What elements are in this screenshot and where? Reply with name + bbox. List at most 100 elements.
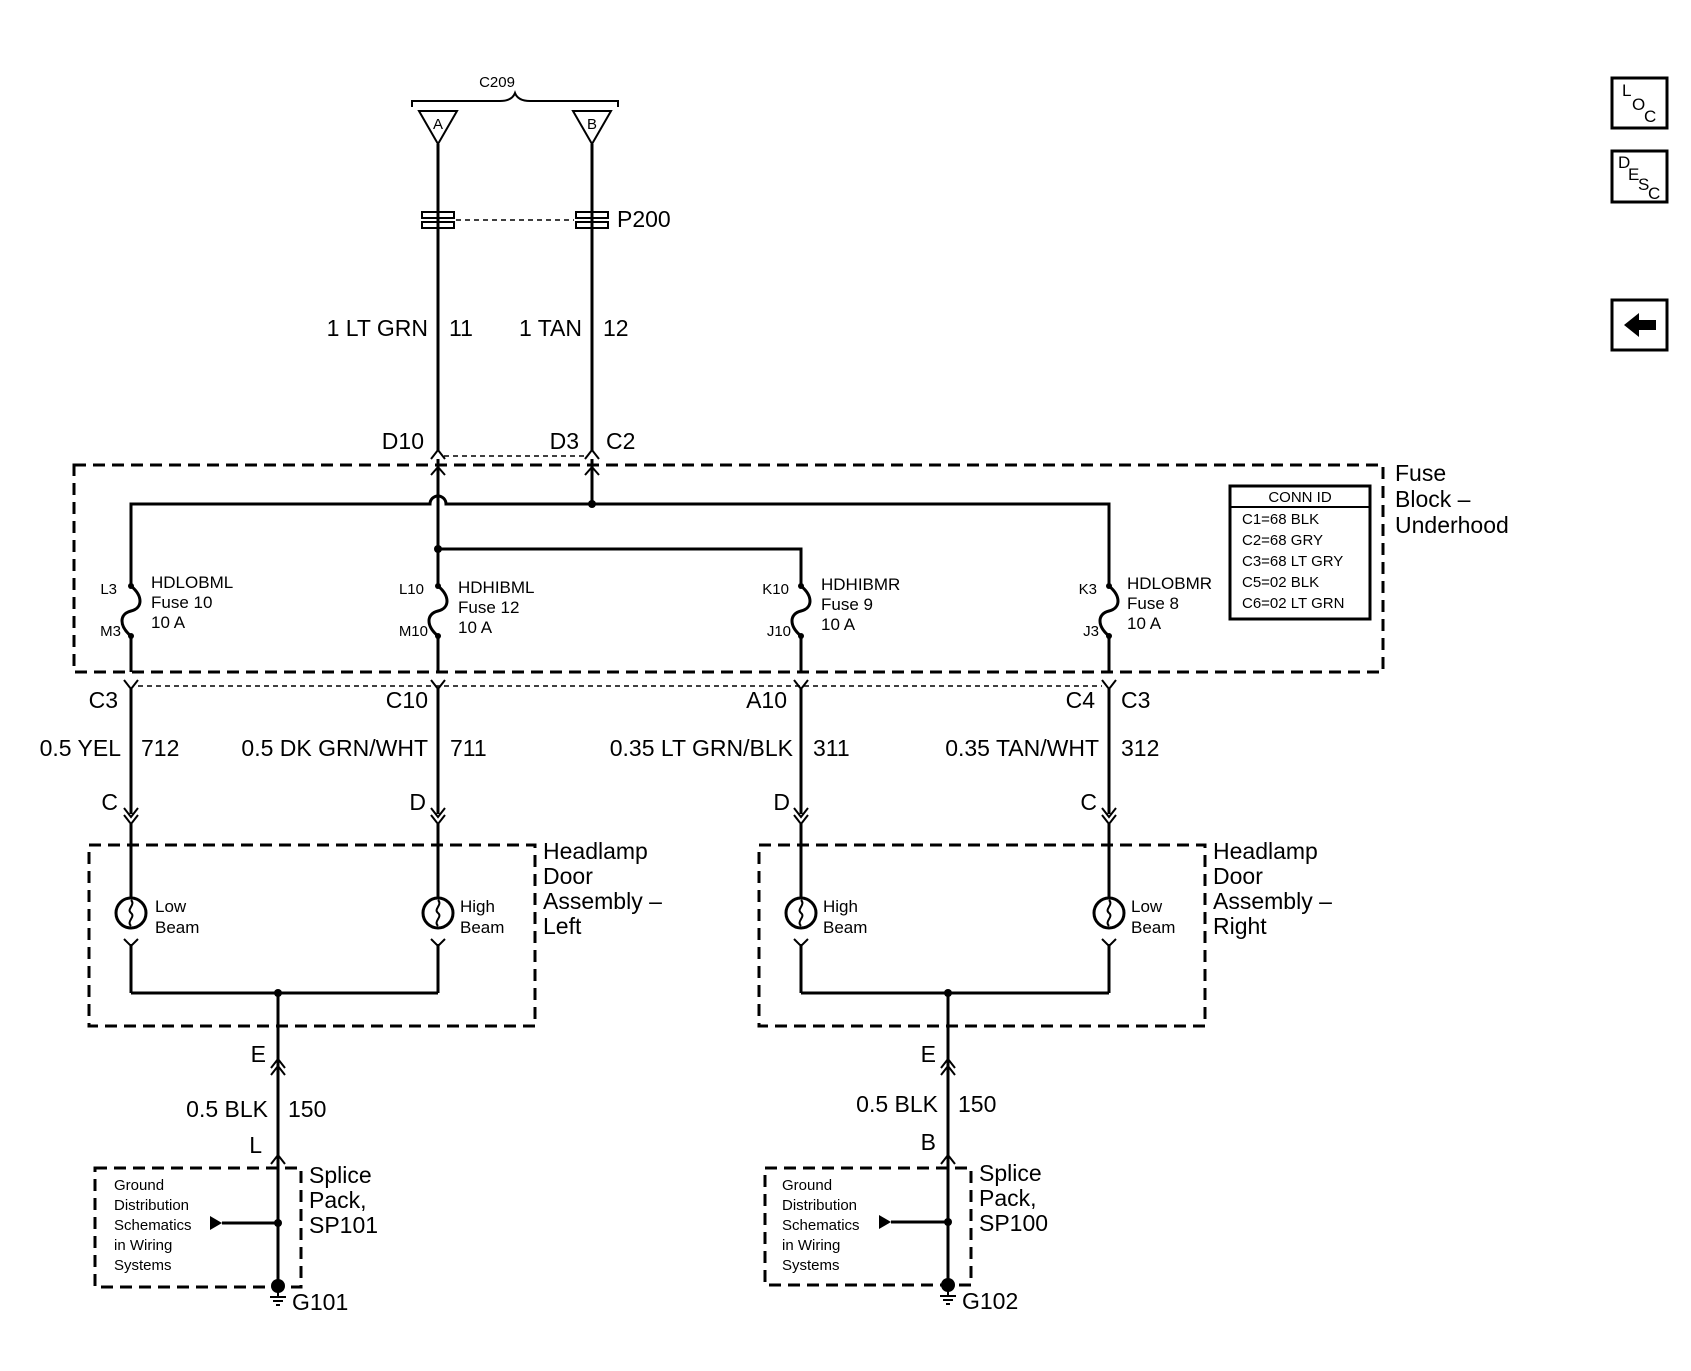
- pin-d-right-label: D: [773, 789, 790, 815]
- g102-ground-icon: [940, 1289, 956, 1305]
- d3-terminal: [584, 448, 600, 460]
- splice-left-ref: Systems: [114, 1257, 172, 1274]
- desc-letter: E: [1628, 165, 1639, 184]
- splice-pack-right-box: [763, 1166, 973, 1287]
- g102-label: G102: [962, 1288, 1018, 1314]
- wire-711-circuit: 711: [450, 735, 487, 761]
- wire-311-label: 0.35 LT GRN/BLK: [610, 735, 794, 761]
- fuse-8: [1098, 583, 1120, 672]
- fuse-9-name: HDHIBMR: [821, 575, 900, 594]
- p200-pin-right-b: [575, 221, 609, 229]
- headlamp-left-title-1: Headlamp: [543, 838, 648, 864]
- conn-id-header: CONN ID: [1268, 489, 1332, 506]
- high-beam-bus: [438, 547, 803, 586]
- c209-label: C209: [479, 74, 515, 91]
- headlamp-left-title-3: Assembly –: [543, 888, 662, 914]
- fuse-10-number: Fuse 10: [151, 593, 212, 612]
- splice-left-title-1: Splice: [309, 1162, 372, 1188]
- c3-right-label: C3: [1121, 687, 1150, 713]
- pin-b-label: B: [921, 1129, 936, 1155]
- high-beam-left-label: High: [460, 897, 495, 916]
- desc-letter: S: [1638, 175, 1649, 194]
- conn-id-row: C3=68 LT GRY: [1242, 553, 1343, 570]
- splice-left-ref: Schematics: [114, 1217, 192, 1234]
- wire-150-left-circuit: 150: [288, 1096, 326, 1122]
- high-beam-right-label: High: [823, 897, 858, 916]
- d10-label: D10: [382, 428, 424, 454]
- wire-150-left-label: 0.5 BLK: [186, 1096, 268, 1122]
- wire-312-circuit: 312: [1121, 735, 1159, 761]
- c2-label: C2: [606, 428, 635, 454]
- conn-id-row: C6=02 LT GRN: [1242, 595, 1344, 612]
- low-beam-right-label: Low: [1131, 897, 1163, 916]
- fuse-9: [790, 583, 812, 672]
- headlamp-right-title-4: Right: [1213, 913, 1267, 939]
- wire-312-label: 0.35 TAN/WHT: [945, 735, 1099, 761]
- splice-right-ref: Ground: [782, 1177, 832, 1194]
- fuse-8-amps: 10 A: [1127, 614, 1162, 633]
- low-beam-left-label-2: Beam: [155, 918, 199, 937]
- output-terminals: [123, 679, 1117, 691]
- wire-150-right-circuit: 150: [958, 1091, 996, 1117]
- loc-letter: C: [1644, 107, 1656, 126]
- fuse-12-name: HDHIBML: [458, 578, 535, 597]
- fuse-9-pin-in: K10: [762, 581, 789, 598]
- pin-c-left-label: C: [101, 789, 118, 815]
- headlamp-right-box: [757, 843, 1207, 1028]
- conn-id-table: [1228, 484, 1372, 621]
- splice-left-ref: Ground: [114, 1177, 164, 1194]
- g102-eyelet: [941, 1278, 955, 1292]
- wire-711-label: 0.5 DK GRN/WHT: [241, 735, 428, 761]
- d10-terminal: [430, 448, 446, 460]
- fuse-10-pin-in: L3: [100, 581, 117, 598]
- splice-left-ref: Distribution: [114, 1197, 189, 1214]
- fuse-block-title-1: Fuse: [1395, 460, 1446, 486]
- fuse-block-title-2: Block –: [1395, 486, 1471, 512]
- d3-label: D3: [550, 428, 579, 454]
- fuse-10-name: HDLOBML: [151, 573, 233, 592]
- pin-c-right-label: C: [1080, 789, 1097, 815]
- splice-left-ref: in Wiring: [114, 1237, 172, 1254]
- pin-d-left-label: D: [409, 789, 426, 815]
- bus-junction-ltgrn: [434, 545, 442, 553]
- fuse-12-amps: 10 A: [458, 618, 493, 637]
- c209-bracket: [411, 90, 619, 107]
- splice-right-title-2: Pack,: [979, 1185, 1037, 1211]
- d10-inner-arrow: [430, 465, 446, 476]
- splice-right-ref: Schematics: [782, 1217, 860, 1234]
- high-beam-right-label-2: Beam: [823, 918, 867, 937]
- fuse-10-amps: 10 A: [151, 613, 186, 632]
- p200-pin-right: [575, 211, 609, 219]
- headlamp-input-terminals: [123, 807, 1117, 826]
- wire-150-right-label: 0.5 BLK: [856, 1091, 938, 1117]
- fuse-9-number: Fuse 9: [821, 595, 873, 614]
- p200-pin-left: [421, 211, 455, 219]
- conn-id-row: C5=02 BLK: [1242, 574, 1319, 591]
- c209-a-terminal: [417, 110, 459, 147]
- low-beam-bus: [129, 494, 1111, 586]
- headlamp-left-title-2: Door: [543, 863, 593, 889]
- fuse-8-pin-in: K3: [1079, 581, 1097, 598]
- c209-a-label: A: [433, 116, 443, 133]
- low-beam-right-label-2: Beam: [1131, 918, 1175, 937]
- back-button[interactable]: [1610, 298, 1669, 352]
- splice-right-title-1: Splice: [979, 1160, 1042, 1186]
- splice-right-ref: in Wiring: [782, 1237, 840, 1254]
- pin-l-label: L: [249, 1132, 262, 1158]
- headlamp-right-title-1: Headlamp: [1213, 838, 1318, 864]
- c3-left-label: C3: [89, 687, 118, 713]
- a10-label: A10: [746, 687, 787, 713]
- desc-button[interactable]: D E S C: [1610, 149, 1669, 204]
- loc-button[interactable]: L O C: [1610, 76, 1669, 130]
- splice-right-title-3: SP100: [979, 1210, 1048, 1236]
- loc-letter: O: [1632, 95, 1645, 114]
- pin-e-right-label: E: [921, 1041, 936, 1067]
- fuse-9-amps: 10 A: [821, 615, 856, 634]
- g101-eyelet: [271, 1279, 285, 1293]
- fuse-10: [120, 583, 142, 672]
- headlamp-left-title-4: Left: [543, 913, 582, 939]
- headlamp-left-box: [87, 843, 537, 1028]
- fuse-12-pin-in: L10: [399, 581, 424, 598]
- c10-label: C10: [386, 687, 428, 713]
- g101-ground-icon: [270, 1290, 286, 1306]
